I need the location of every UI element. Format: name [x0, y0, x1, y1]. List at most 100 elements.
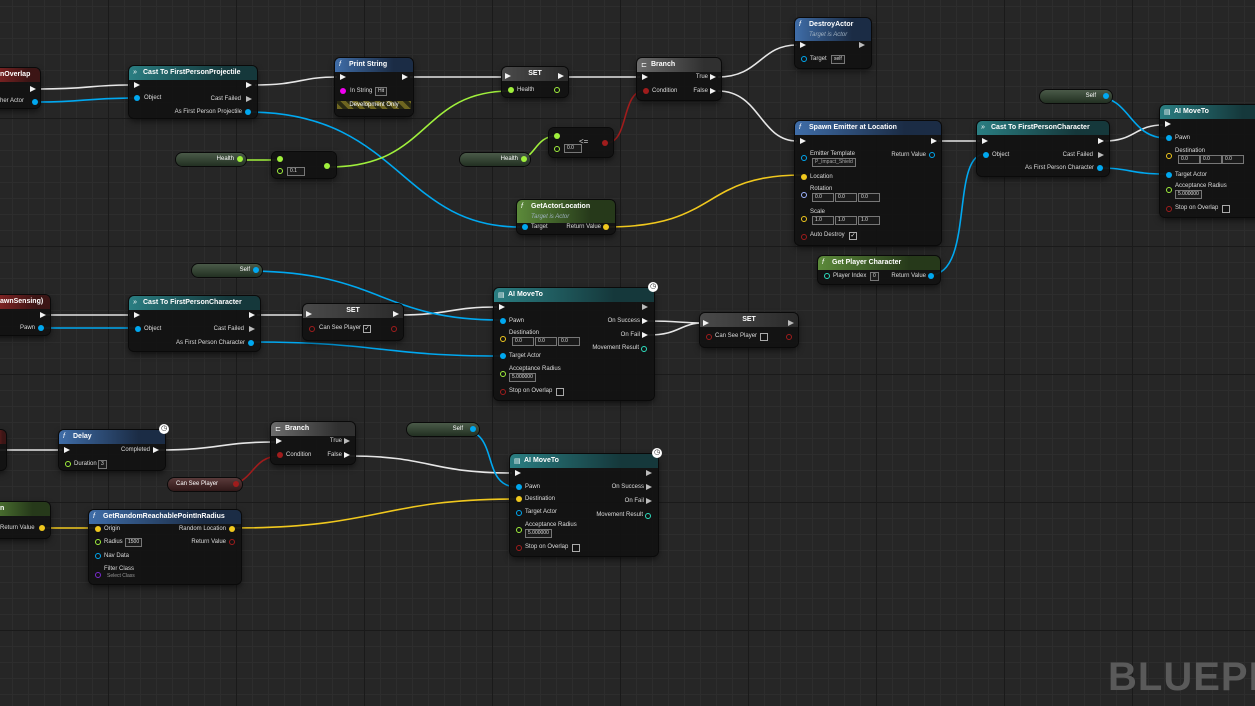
destination-pin[interactable]	[500, 336, 506, 342]
radius-field[interactable]: 1500	[125, 538, 143, 547]
pawn-pin[interactable]	[38, 325, 44, 331]
destination-pin[interactable]	[1166, 153, 1172, 159]
ai-moveto-top-node[interactable]: AI MoveTo ▤ Pawn Destination 0.0 0.0 0.0…	[1160, 105, 1255, 217]
result-pin[interactable]	[324, 163, 330, 169]
other-actor-pin[interactable]	[32, 99, 38, 105]
stop-on-overlap-pin[interactable]	[516, 545, 522, 551]
branch-top-node[interactable]: Branch ⊏ True Condition False	[637, 58, 721, 100]
cast-failed-pin[interactable]	[1098, 152, 1104, 158]
false-pin[interactable]	[710, 88, 716, 94]
cast-character-top-node[interactable]: Cast To FirstPersonCharacter » Object Ca…	[977, 121, 1109, 176]
cast-projectile-node[interactable]: Cast To FirstPersonProjectile » Object C…	[129, 66, 257, 118]
auto-destroy-checkbox[interactable]: ✓	[849, 232, 857, 240]
health-get-b-node[interactable]: Health	[460, 153, 530, 166]
cast-character-mid-node[interactable]: Cast To FirstPersonCharacter » Object Ca…	[129, 296, 260, 351]
as-projectile-pin[interactable]	[245, 109, 251, 115]
exec-out-pin[interactable]	[249, 312, 255, 318]
exec-in-pin[interactable]	[1165, 121, 1171, 127]
can-see-out-pin[interactable]	[786, 334, 792, 340]
pawn-pin[interactable]	[500, 318, 506, 324]
self-top-node[interactable]: Self	[1040, 90, 1112, 103]
destroy-actor-node[interactable]: DestroyActor Target is Actor f Target se…	[795, 18, 871, 68]
return-value-pin[interactable]	[929, 152, 935, 158]
set-see-false-node[interactable]: SET Can See Player	[700, 313, 798, 347]
exec-out-pin[interactable]	[246, 82, 252, 88]
health-in-pin[interactable]	[508, 87, 514, 93]
emitter-template-dropdown[interactable]: P_Impact_Shield	[812, 158, 856, 167]
spawn-emitter-node[interactable]: Spawn Emitter at Location f Emitter Temp…	[795, 121, 941, 245]
cast-failed-pin[interactable]	[246, 96, 252, 102]
rotation-z-field[interactable]: 0.0	[858, 193, 880, 202]
can-see-pin[interactable]	[233, 481, 239, 487]
target-pin[interactable]	[522, 224, 528, 230]
dest-z-field[interactable]: 0.0	[1222, 155, 1244, 164]
location-pin[interactable]	[801, 174, 807, 180]
b-field[interactable]: 0.1	[287, 167, 305, 176]
dest-y-field[interactable]: 0.0	[1200, 155, 1222, 164]
overlap-event-node[interactable]: nOverlap her Actor	[0, 68, 40, 108]
true-pin[interactable]	[710, 74, 716, 80]
stop-on-overlap-checkbox[interactable]	[572, 544, 580, 552]
b-field[interactable]: 0.0	[564, 144, 582, 153]
true-pin[interactable]	[344, 438, 350, 444]
can-see-in-pin[interactable]	[309, 326, 315, 332]
player-index-field[interactable]: 0	[870, 272, 879, 281]
subtract-node[interactable]: 0.1	[272, 152, 336, 178]
object-pin[interactable]	[983, 152, 989, 158]
rotation-x-field[interactable]: 0.0	[812, 193, 834, 202]
health-out-pin[interactable]	[554, 87, 560, 93]
duration-pin[interactable]	[65, 461, 71, 467]
self-pin[interactable]	[1103, 93, 1109, 99]
destination-pin[interactable]	[516, 496, 522, 502]
can-see-in-pin[interactable]	[706, 334, 712, 340]
exec-in-pin[interactable]	[499, 304, 505, 310]
movement-result-pin[interactable]	[645, 513, 651, 519]
health-get-a-node[interactable]: Health	[176, 153, 246, 166]
rotation-y-field[interactable]: 0.0	[835, 193, 857, 202]
filter-class-pin[interactable]	[95, 572, 101, 578]
cast-failed-pin[interactable]	[249, 326, 255, 332]
in-string-field[interactable]: Hit	[375, 87, 388, 96]
stop-on-overlap-pin[interactable]	[1166, 206, 1172, 212]
dest-y-field[interactable]: 0.0	[535, 337, 557, 346]
nav-data-pin[interactable]	[95, 553, 101, 559]
dest-x-field[interactable]: 0.0	[512, 337, 534, 346]
health-pin[interactable]	[237, 156, 243, 162]
acceptance-radius-field[interactable]: 5.000000	[509, 373, 536, 382]
health-pin[interactable]	[521, 156, 527, 162]
scale-z-field[interactable]: 1.0	[858, 216, 880, 225]
exec-in-pin[interactable]	[515, 470, 521, 476]
exec-in-pin[interactable]	[340, 74, 346, 80]
on-fail-pin[interactable]	[646, 498, 652, 504]
target-pin[interactable]	[801, 56, 807, 62]
exec-in-pin[interactable]	[703, 320, 709, 326]
exec-in-pin[interactable]	[134, 82, 140, 88]
get-player-character-node[interactable]: Get Player Character f Player Index 0 Re…	[818, 256, 940, 284]
set-see-true-node[interactable]: SET Can See Player ✓	[303, 304, 403, 340]
a-pin[interactable]	[277, 156, 283, 162]
return-value-pin[interactable]	[928, 273, 934, 279]
compare-node[interactable]: 0.0 <=	[549, 128, 613, 157]
rotation-pin[interactable]	[801, 192, 807, 198]
exec-out-pin[interactable]	[40, 312, 46, 318]
ai-moveto-bottom-node[interactable]: AI MoveTo ▤ ◷ Pawn On Success Destinatio…	[510, 448, 662, 556]
acceptance-radius-pin[interactable]	[516, 527, 522, 533]
exec-in-pin[interactable]	[800, 138, 806, 144]
can-see-checkbox[interactable]: ✓	[363, 325, 371, 333]
exec-in-pin[interactable]	[306, 311, 312, 317]
exec-out-pin[interactable]	[859, 42, 865, 48]
as-character-pin[interactable]	[1097, 165, 1103, 171]
exec-out-pin[interactable]	[931, 138, 937, 144]
can-see-out-pin[interactable]	[391, 326, 397, 332]
as-character-pin[interactable]	[248, 340, 254, 346]
b-pin[interactable]	[277, 168, 283, 174]
branch-bottom-node[interactable]: Branch ⊏ True Condition False	[271, 422, 355, 464]
exec-in-pin[interactable]	[982, 138, 988, 144]
return-value-pin[interactable]	[229, 539, 235, 545]
on-success-pin[interactable]	[642, 318, 648, 324]
self-pin[interactable]	[470, 426, 476, 432]
acceptance-radius-pin[interactable]	[500, 371, 506, 377]
exec-in-pin[interactable]	[64, 447, 70, 453]
exec-out-pin[interactable]	[646, 470, 652, 476]
false-pin[interactable]	[344, 452, 350, 458]
